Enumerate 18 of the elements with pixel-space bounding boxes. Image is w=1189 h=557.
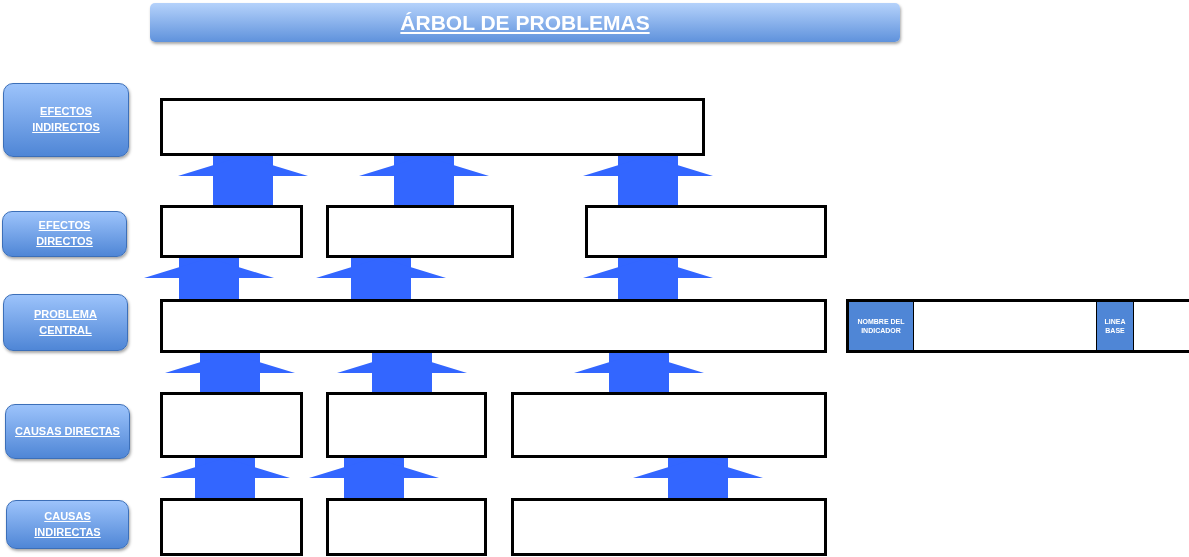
empty-box [326,498,487,556]
empty-box [160,205,303,258]
empty-box [160,98,705,156]
empty-box [326,392,487,458]
row-label-button: CAUSAS DIRECTAS [5,404,130,459]
indicator-table [846,299,1189,353]
row-label-button: CAUSAS INDIRECTAS [6,500,129,549]
row-label-button: EFECTOS INDIRECTOS [3,83,129,157]
empty-box [160,299,827,353]
empty-box [511,498,827,556]
row-label-button: EFECTOS DIRECTOS [2,211,127,257]
empty-box [160,498,303,556]
empty-box [326,205,514,258]
empty-box [160,392,303,458]
empty-box [511,392,827,458]
row-label-button: PROBLEMA CENTRAL [3,294,128,351]
title-banner: ÁRBOL DE PROBLEMAS [150,3,900,42]
empty-box [585,205,827,258]
